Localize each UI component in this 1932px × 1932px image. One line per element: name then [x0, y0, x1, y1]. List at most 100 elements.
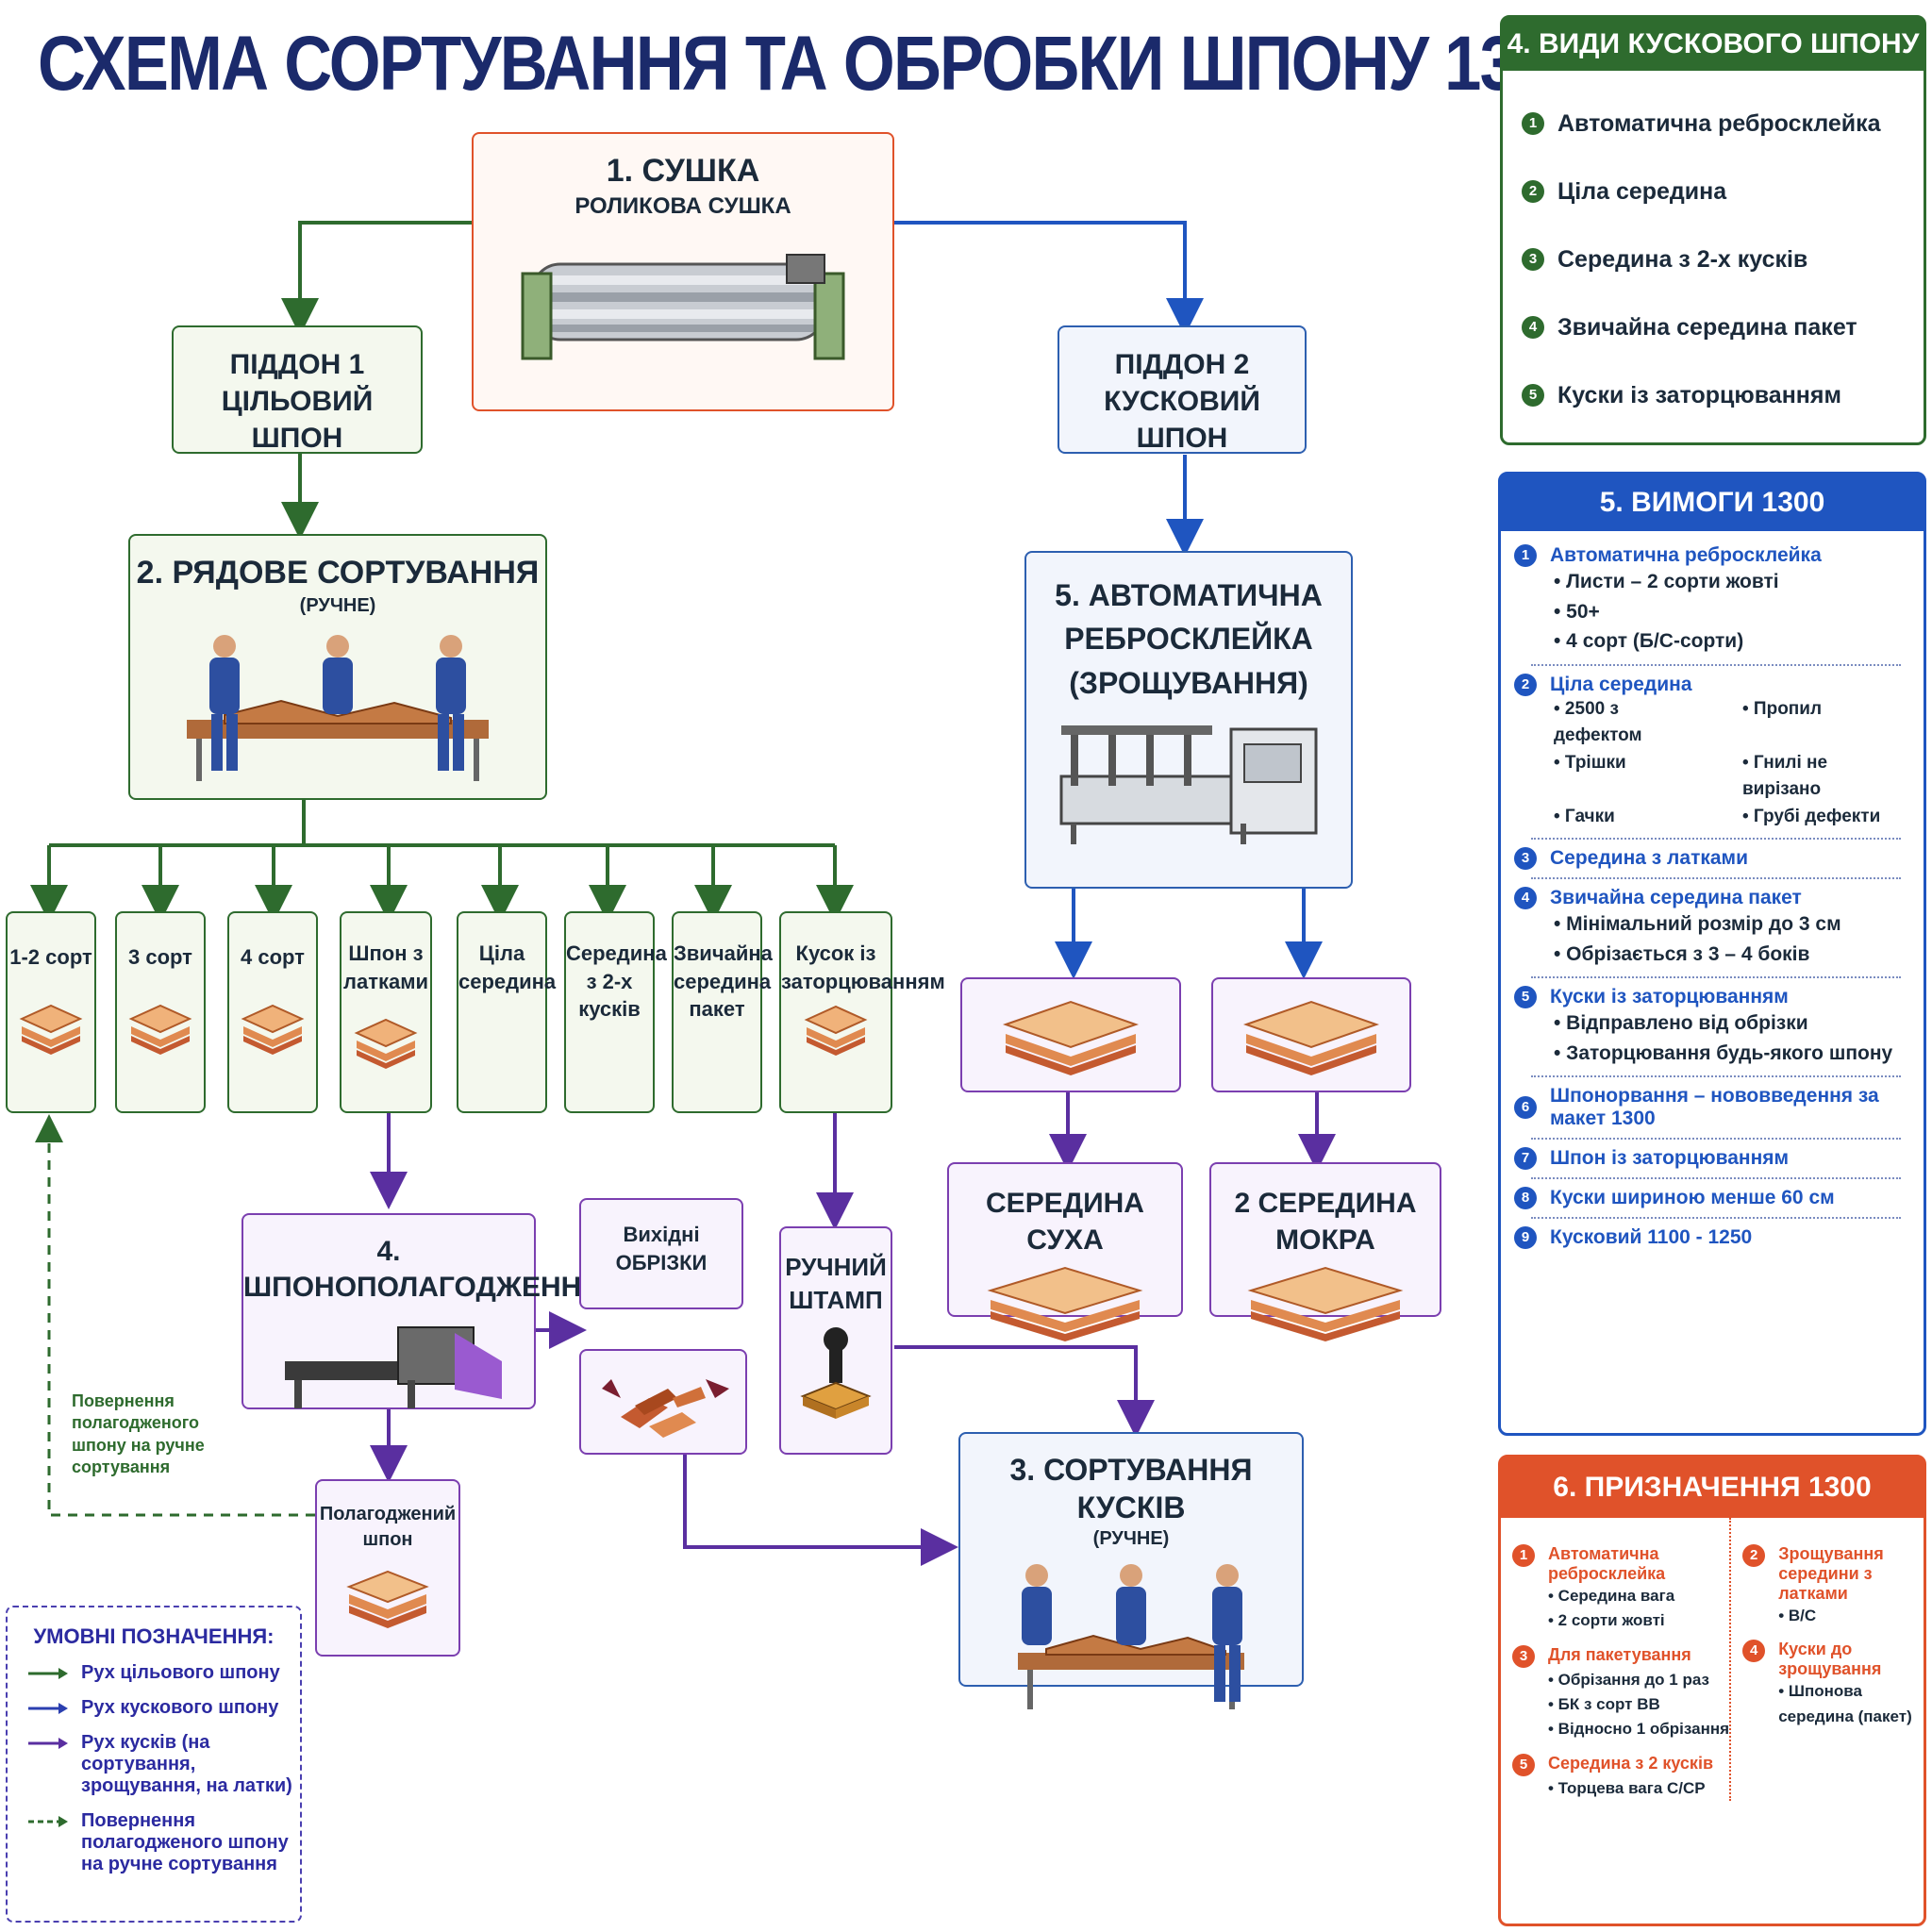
auto-splicing-line1: 5. АВТОМАТИЧНА	[1055, 578, 1323, 612]
panel-veneer-types-title: 4. ВИДИ КУСКОВОГО ШПОНУ 1300	[1503, 18, 1924, 112]
number-badge: 6	[1514, 1096, 1537, 1119]
purpose-bullet: • Шпонова середина (пакет)	[1778, 1682, 1912, 1725]
legend-text: Рух кусків (на сортування, зрощування, н…	[81, 1732, 292, 1796]
purpose-bullet: • 2 сорти жовті	[1548, 1611, 1665, 1630]
purpose-bullet: • БК з сорт BB	[1548, 1695, 1660, 1714]
grade-box-4: 4 сорт	[227, 911, 318, 1113]
stamp-icon	[800, 1327, 872, 1420]
requirement-bullet: • Відправлено від обрізки	[1554, 1012, 1808, 1034]
spliced-stack-box-2	[1211, 977, 1411, 1092]
veneer-stack-icon	[1002, 1000, 1140, 1075]
offcuts-line2: ОБРІЗКИ	[615, 1250, 708, 1274]
veneer-stack-icon	[241, 1004, 305, 1055]
requirement-heading-text: Куски шириною менше 60 см	[1550, 1187, 1835, 1208]
section-divider	[1531, 663, 1901, 666]
panel-veneer-types: 4. ВИДИ КУСКОВОГО ШПОНУ 1300 1 Автоматичн…	[1500, 15, 1926, 445]
green-arrow-icon	[28, 1668, 68, 1679]
grade-label: Ціла середина	[458, 941, 557, 993]
manual-stamp-line1: РУЧНИЙ	[785, 1253, 887, 1281]
wet-middle-box: 2 СЕРЕДИНА МОКРА	[1209, 1162, 1441, 1341]
number-badge: 1	[1522, 112, 1544, 135]
grade-box-3: 3 сорт	[115, 911, 206, 1113]
requirement-bullets: • Відправлено від обрізки• Заторцювання …	[1514, 1008, 1918, 1068]
requirement-bullet: • Трішки	[1554, 752, 1626, 773]
requirement-bullets: • Листи – 2 сорти жовті • 50+ • 4 сорт (Б/…	[1514, 567, 1918, 657]
number-badge: 3	[1512, 1644, 1535, 1668]
section-divider	[1531, 1138, 1901, 1140]
auto-splicing-box: 5. АВТОМАТИЧНА РЕБРОСКЛЕЙКА (ЗРОЩУВАННЯ)	[1024, 551, 1353, 889]
pallet-1-line1: ПІДДОН 1	[229, 349, 365, 380]
requirement-bullet: • 4 сорт (Б/С-сорти)	[1554, 630, 1744, 652]
purple-arrow-icon	[28, 1738, 68, 1749]
section-divider	[1531, 1177, 1901, 1179]
legend-item-target-veneer: Рух цільового шпону	[28, 1662, 300, 1684]
diagram-title: СХЕМА СОРТУВАННЯ ТА ОБРОБКИ ШПОНУ 1300	[38, 21, 1588, 107]
purpose-heading-text: Куски до зрощування	[1778, 1640, 1882, 1679]
spliced-stack-box-1	[960, 977, 1181, 1092]
grade-label: Середина з 2-х кусків	[566, 941, 667, 1022]
requirement-bullet: • Мінімальний розмір до 3 см	[1554, 913, 1841, 935]
number-badge: 1	[1514, 544, 1537, 567]
section-divider	[1531, 877, 1901, 879]
number-badge: 3	[1522, 248, 1544, 271]
section-divider	[1531, 976, 1901, 978]
veneer-stack-icon	[987, 1266, 1143, 1341]
section-divider	[1531, 838, 1901, 840]
drying-title: 1. СУШКА	[606, 153, 760, 189]
number-badge: 8	[1514, 1187, 1537, 1209]
number-badge: 4	[1514, 887, 1537, 909]
requirement-heading-text: Куски із заторцюванням	[1550, 986, 1789, 1008]
veneer-stack-icon	[354, 1019, 418, 1070]
legend-text: Повернення полагодженого шпону на ручне …	[81, 1810, 289, 1874]
repaired-line1: Полагоджений	[319, 1504, 457, 1524]
grade-label: 3 сорт	[128, 945, 192, 969]
legend-text: Рух кускового шпону	[81, 1697, 279, 1718]
veneer-type-label: Автоматична ребросклейка	[1557, 109, 1881, 137]
requirement-heading-text: Звичайна середина пакет	[1550, 887, 1802, 908]
number-badge: 4	[1522, 316, 1544, 339]
number-badge: 2	[1514, 673, 1537, 696]
grade-box-1-2: 1-2 сорт	[6, 911, 96, 1113]
number-badge: 2	[1742, 1544, 1766, 1567]
number-badge: 5	[1512, 1753, 1535, 1776]
section-divider	[1531, 1217, 1901, 1219]
pallet-1-line2: ЦІЛЬОВИЙ ШПОН	[221, 386, 374, 454]
wet-middle-label: 2 СЕРЕДИНА МОКРА	[1234, 1188, 1417, 1256]
requirement-bullet: • Гачки	[1554, 806, 1615, 826]
veneer-stack-icon	[804, 1006, 868, 1057]
veneer-stack-icon	[1247, 1266, 1404, 1341]
offcuts-label-box: Вихідні ОБРІЗКИ	[579, 1198, 743, 1309]
requirement-heading-text: Автоматична ребросклейка	[1550, 544, 1822, 566]
repaired-line2: шпон	[362, 1529, 413, 1550]
drying-subtitle: РОЛИКОВА СУШКА	[575, 192, 791, 219]
purpose-bullet: • Торцева вага С/СР	[1548, 1778, 1706, 1797]
piece-sorting-box: 3. СОРТУВАННЯ КУСКІВ (РУЧНЕ)	[958, 1432, 1304, 1709]
manual-stamp-box: РУЧНИЙ ШТАМП	[779, 1226, 892, 1455]
requirement-bullet: • 50+	[1554, 600, 1600, 623]
number-badge: 2	[1522, 180, 1544, 203]
row-sorting-subtitle: (РУЧНЕ)	[299, 594, 376, 616]
return-note: Повернення полагодженого шпону на ручне …	[72, 1391, 205, 1477]
manual-stamp-line2: ШТАМП	[789, 1286, 883, 1315]
row-sorting-title: 2. РЯДОВЕ СОРТУВАННЯ	[136, 555, 540, 591]
legend-item-pieces: Рух кусків (на сортування, зрощування, н…	[28, 1732, 300, 1797]
number-badge: 1	[1512, 1544, 1535, 1567]
dry-middle-label: СЕРЕДИНА СУХА	[986, 1188, 1144, 1256]
veneer-type-label: Звичайна середина пакет	[1557, 313, 1857, 341]
purpose-bullet: • Відносно 1 обрізання	[1548, 1720, 1730, 1739]
drying-box: 1. СУШКА РОЛИКОВА СУШКА	[472, 132, 894, 411]
grade-box-patched: Шпон з латками	[340, 911, 432, 1113]
offcuts-line1: Вихідні	[623, 1223, 700, 1246]
grade-label: Звичайна середина пакет	[674, 941, 773, 1022]
auto-splicing-line3: (ЗРОЩУВАННЯ)	[1069, 665, 1308, 700]
requirement-heading: 8 Куски шириною менше 60 см	[1514, 1187, 1918, 1209]
section-divider	[1531, 1075, 1901, 1077]
requirement-bullet: • Листи – 2 сорти жовті	[1554, 571, 1779, 592]
